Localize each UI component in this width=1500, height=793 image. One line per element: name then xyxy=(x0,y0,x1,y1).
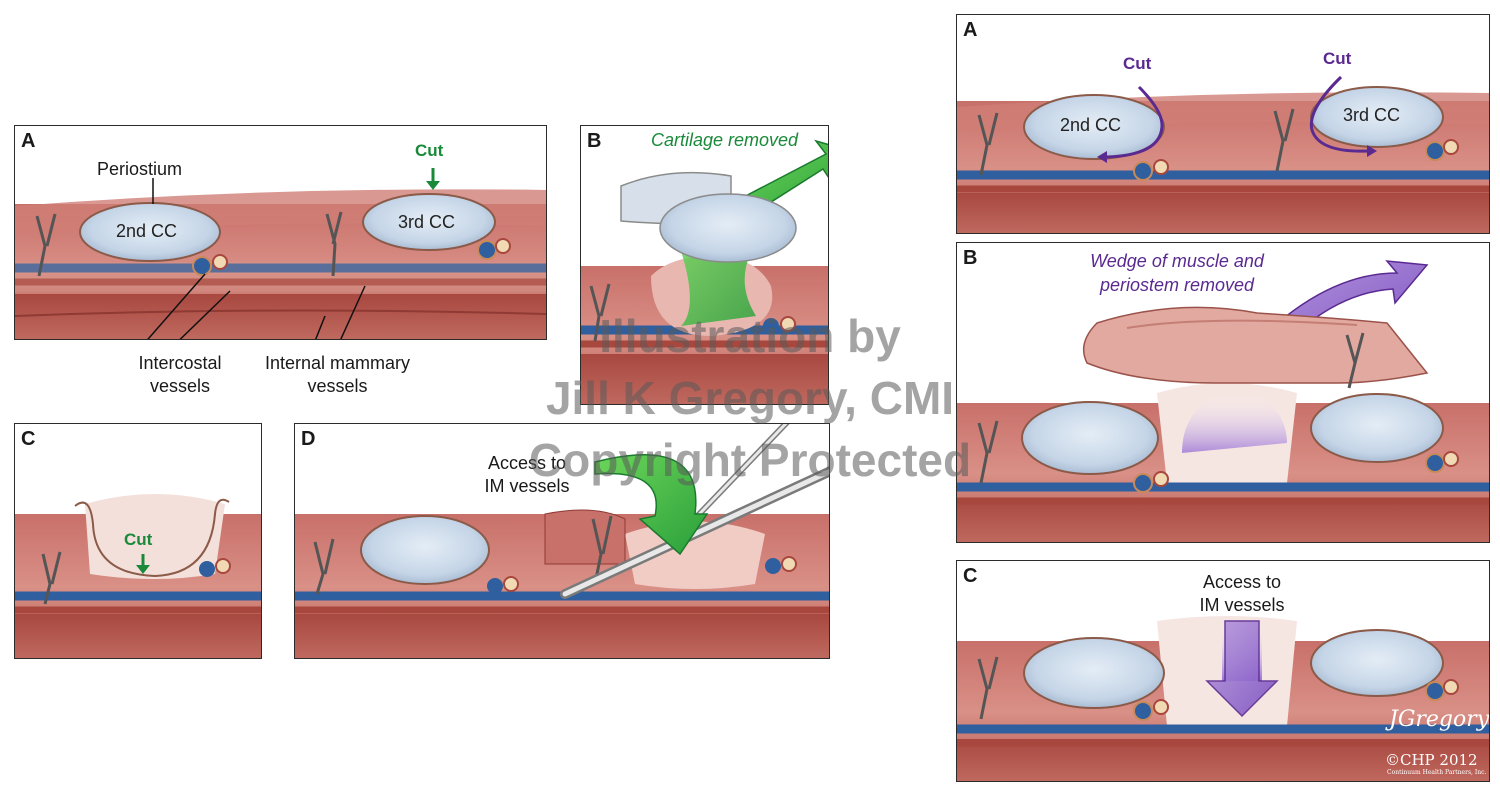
anatomy-cross-section xyxy=(15,168,546,339)
watermark-line: Illustration by xyxy=(599,310,901,362)
cartilage-removal-illustration xyxy=(581,139,828,404)
panel-label: C xyxy=(963,565,978,587)
access-im-vessels-label: Access to IM vessels xyxy=(484,453,570,496)
wedge-removed-caption: Wedge of muscle and periostem removed xyxy=(1090,251,1264,295)
panel-right-c: C Access to IM vessels JGregory ©CHP 201… xyxy=(956,560,1490,782)
third-cc-label: 3rd CC xyxy=(1343,105,1401,125)
watermark-line: Copyright Protected xyxy=(528,434,972,486)
intercostal-vessels-label: Intercostal vessels xyxy=(138,353,222,396)
cartilage-removed-caption: Cartilage removed xyxy=(651,130,799,150)
internal-mammary-vessels-label: Internal mammary vessels xyxy=(264,353,411,396)
wedge-removal-illustration xyxy=(957,260,1489,542)
forceps-access-illustration xyxy=(295,424,829,658)
periostium-label: Periostium xyxy=(97,159,183,179)
publisher-notice: Continuum Health Partners, Inc. xyxy=(1387,769,1487,776)
panel-right-a: A Cut Cut 2nd CC 3rd CC xyxy=(956,14,1490,234)
watermark-line: Jill K Gregory, CMI xyxy=(545,372,955,424)
second-cc-label: 2nd CC xyxy=(1060,115,1122,135)
cut-left-label: Cut xyxy=(1123,54,1152,73)
panel-left-c: C Cut xyxy=(14,423,262,659)
second-cc-label: 2nd CC xyxy=(116,221,178,241)
cut-right-label: Cut xyxy=(1323,49,1352,68)
copyright-watermark: Illustration by Jill K Gregory, CMI Copy… xyxy=(470,305,1030,491)
artist-signature: JGregory xyxy=(1389,707,1490,732)
third-cc-label: 3rd CC xyxy=(398,212,456,232)
panel-left-b: B Cartilage removed xyxy=(580,125,829,405)
access-im-vessels-label: Access to IM vessels xyxy=(1199,572,1285,615)
im-vessel-access-illustration xyxy=(957,616,1489,781)
panel-label: B xyxy=(963,247,978,269)
cut-lines-illustration xyxy=(957,75,1489,233)
cut-label: Cut xyxy=(124,530,153,549)
copyright-notice: ©CHP 2012 xyxy=(1385,751,1478,769)
periosteum-cut-illustration xyxy=(15,494,261,658)
panel-label: A xyxy=(21,130,36,152)
panel-right-b: B Wedge of muscle and periostem removed xyxy=(956,242,1490,543)
panel-label: D xyxy=(301,428,316,450)
panel-label: C xyxy=(21,428,36,450)
panel-left-d: D Access to IM vessels xyxy=(294,423,830,659)
cut-label: Cut xyxy=(415,141,444,160)
panel-label: A xyxy=(963,19,978,41)
panel-label: B xyxy=(587,130,602,152)
panel-left-a: A Periostium Cut 2nd CC 3rd CC xyxy=(14,125,547,340)
